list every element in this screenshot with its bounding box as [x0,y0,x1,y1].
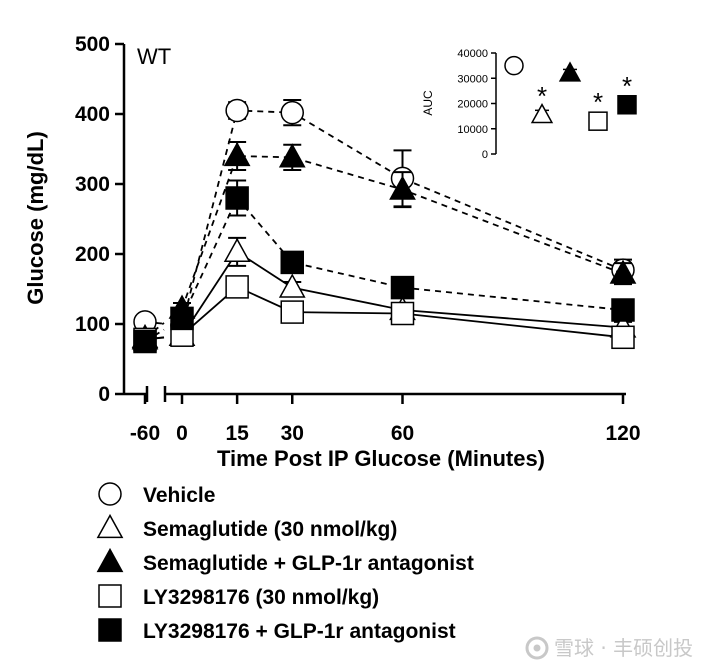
point-2-5 [609,259,637,284]
main-plot-area: 0 100 200 300 400 500 -60 0 15 30 60 120 [75,33,641,445]
legend-item-2: Semaglutide + GLP-1r antagonist [96,547,474,575]
x-tick-label-30: 30 [281,422,304,445]
x-tick-label-0: 0 [176,422,188,445]
inset-y-tick-label-10000: 10000 [457,124,488,136]
watermark-text: 雪球 · 丰硕创投 [554,636,693,660]
point-4-5 [611,298,635,322]
inset-significance-3: * [593,87,603,117]
x-axis-title: Time Post IP Glucose (Minutes) [217,446,545,471]
inset-y-tick-label-30000: 30000 [457,73,488,85]
legend-label-4: LY3298176 + GLP-1r antagonist [143,620,456,643]
point-4-3 [280,250,304,275]
series-1 [131,236,637,350]
inset-significance-1: * [537,81,547,111]
point-1-2 [223,237,251,263]
point-0-3 [280,100,304,125]
x-tick-label-120: 120 [605,422,640,445]
y-tick-label-300: 300 [75,173,110,196]
point-0-2 [225,98,249,123]
legend-label-2: Semaglutide + GLP-1r antagonist [143,552,474,575]
point-3-5 [611,325,635,350]
legend-item-4: LY3298176 + GLP-1r antagonist [98,618,456,643]
inset-point-2 [558,61,582,82]
legend-label-3: LY3298176 (30 nmol/kg) [143,586,379,609]
point-4-0 [133,329,157,354]
y-tick-label-400: 400 [75,103,110,126]
watermark: 雪球 · 丰硕创投 [525,636,693,660]
legend-item-3: LY3298176 (30 nmol/kg) [98,584,379,609]
inset-y-axis-title: AUC [421,90,435,116]
point-2-3 [278,143,306,168]
point-4-4 [390,275,415,300]
inset-point-4 [617,95,637,115]
y-axis-title: Glucose (mg/dL) [23,131,48,305]
legend-label-0: Vehicle [143,484,215,507]
axes-layer: 0 100 200 300 400 500 -60 0 15 30 60 120 [75,33,641,445]
point-3-3 [280,300,304,324]
legend-marker-3 [98,584,122,608]
y-tick-label-200: 200 [75,243,110,266]
series-line-4 [181,196,624,319]
inset-y-tick-label-20000: 20000 [457,99,488,111]
y-tick-label-0: 0 [98,383,110,406]
series-3 [133,275,635,352]
point-4-2 [225,186,249,210]
point-3-2 [225,275,249,299]
inset-y-tick-label-0: 0 [482,149,488,161]
legend-marker-4 [98,618,122,642]
legend-marker-2 [96,547,124,573]
y-tick-label-500: 500 [75,33,110,56]
series-line-2 [181,155,624,309]
point-1-3 [278,273,306,298]
y-tick-label-100: 100 [75,313,110,336]
inset-point-0 [504,55,524,76]
panel-label: WT [137,44,171,69]
series-4 [133,179,635,354]
series-layer [131,98,637,354]
x-tick-label-15: 15 [225,422,249,445]
legend-marker-0 [98,482,122,506]
point-4-1 [170,306,194,331]
point-2-2 [223,141,251,167]
point-3-4 [390,301,415,326]
legend-item-1: Semaglutide (30 nmol/kg) [96,513,397,541]
inset-point-1 [530,103,554,124]
legend-marker-1 [96,513,124,539]
x-tick-label--60: -60 [130,422,160,445]
snowball-logo-icon [525,636,549,660]
legend-item-0: Vehicle [98,482,215,507]
point-2-4 [389,175,416,200]
legend-label-1: Semaglutide (30 nmol/kg) [143,518,397,541]
inset-point-3 [588,111,608,131]
series-0 [133,98,635,338]
x-tick-label-60: 60 [391,422,414,445]
inset-y-tick-label-40000: 40000 [457,48,488,60]
inset-significance-4: * [622,71,632,101]
